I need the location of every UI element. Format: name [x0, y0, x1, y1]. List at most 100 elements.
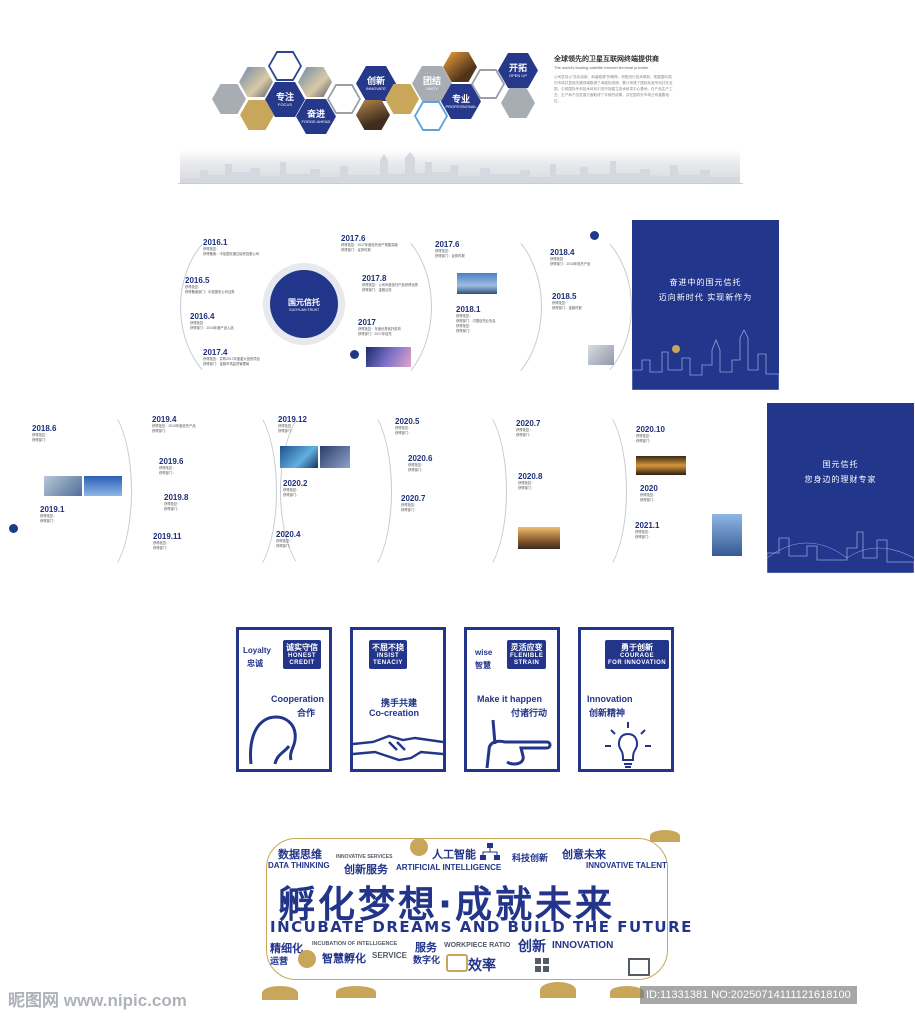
- sun-icon: [672, 345, 680, 353]
- photo-office: [320, 446, 350, 468]
- word-creative-future: 创意未来: [562, 849, 606, 861]
- wordcloud-frame: [266, 838, 668, 980]
- grid-icon: [535, 958, 549, 972]
- intro-body: 公司坚持以"务实创新、和谐稳健"的精神，积极进行技术革新，拓展国际国内市场并显现…: [554, 75, 673, 103]
- hex-outline-lightblue: [414, 101, 448, 131]
- hex-outline-grey: [327, 84, 361, 114]
- panel-skyline-icon: [632, 330, 779, 390]
- word-digital: 数字化: [413, 955, 441, 965]
- word-ai-cn: 人工智能: [432, 849, 476, 861]
- photo-city-night: [366, 347, 411, 367]
- gold-cloud: [540, 982, 576, 998]
- photo-city-day: [84, 476, 122, 496]
- thinking-person-icon: [249, 715, 297, 765]
- intro-title: 全球领先的卫星互联网终端提供商: [554, 56, 659, 63]
- headline-en: INCUBATE DREAMS AND BUILD THE FUTURE: [270, 918, 693, 936]
- watermark-site: 昵图网 www.nipic.com: [8, 991, 187, 1010]
- word-service: SERVICE: [372, 951, 407, 960]
- timeline-arc-1: [180, 222, 312, 392]
- timeline-arc-7: [280, 405, 352, 577]
- timeline-dot: [9, 524, 18, 533]
- smile-icon: [410, 838, 428, 856]
- pointing-hand-icon: [485, 719, 552, 769]
- timeline-dot: [350, 350, 359, 359]
- timeline-arc-10: [565, 405, 627, 577]
- timeline-arc-9: [445, 405, 507, 577]
- word-ai-en: ARTIFICIAL INTELLIGENCE: [396, 863, 502, 872]
- screen-icon: [628, 958, 650, 976]
- timeline-dot: [590, 231, 599, 240]
- word-workpiece-ratio: WORKPIECE RATIO: [444, 942, 511, 949]
- logo-en: GUOYUAN TRUST: [288, 307, 320, 312]
- panel-bridge-icon: [767, 531, 914, 573]
- lightbulb-icon: [605, 722, 651, 768]
- hex-grey2: [501, 88, 535, 118]
- hex-photo-car2: [298, 67, 332, 97]
- word-data-thinking-cn: 数据思维: [278, 849, 322, 861]
- gold-cloud: [650, 830, 680, 842]
- word-innovative-services-cn: 创新服务: [344, 864, 388, 876]
- watermark-id: ID:11331381 NO:20250714111121618100: [640, 986, 857, 1004]
- gold-cloud: [610, 986, 644, 998]
- word-refined: 精细化: [270, 943, 303, 955]
- timeline-arc-5: [70, 405, 132, 577]
- word-innovative-talent: INNOVATIVE TALENT: [586, 861, 667, 870]
- photo-gold-night: [636, 456, 686, 475]
- timeline-arc-6: [215, 405, 277, 577]
- photo-city-blue: [457, 273, 497, 294]
- word-innovative-services: INNOVATIVE SERVICES: [336, 854, 393, 860]
- gold-cloud: [336, 986, 376, 998]
- timeline-arc-4: [500, 222, 632, 392]
- hex-photo-hands: [356, 100, 390, 130]
- skyline-baseline: [178, 183, 743, 184]
- word-data-thinking-en: DATA THINKING: [268, 861, 330, 870]
- word-incubation-intelligence: INCUBATION OF INTELLIGENCE: [312, 941, 398, 947]
- photo-towers: [712, 514, 742, 556]
- robot-icon: [446, 954, 468, 972]
- word-tech-innovation: 科技创新: [512, 853, 549, 863]
- word-service-cn: 服务: [415, 942, 437, 954]
- photo-handshake: [588, 345, 614, 365]
- photo-sunset-city: [518, 527, 560, 549]
- word-smart-incubation: 智慧孵化: [322, 953, 366, 965]
- word-operation: 运营: [270, 956, 289, 966]
- headline-cn: 孵化梦想·成就未来: [278, 883, 616, 926]
- hex-photo-car: [239, 67, 273, 97]
- logo-cn: 国元信托: [288, 297, 320, 307]
- gold-cloud: [262, 986, 298, 1000]
- panel-advisor: 国元信托 您身边的理财专家: [767, 403, 914, 573]
- word-efficiency: 效率: [468, 957, 496, 973]
- city-skyline: [180, 150, 740, 183]
- handshake-icon: [353, 734, 443, 762]
- photo-tech: [280, 446, 318, 468]
